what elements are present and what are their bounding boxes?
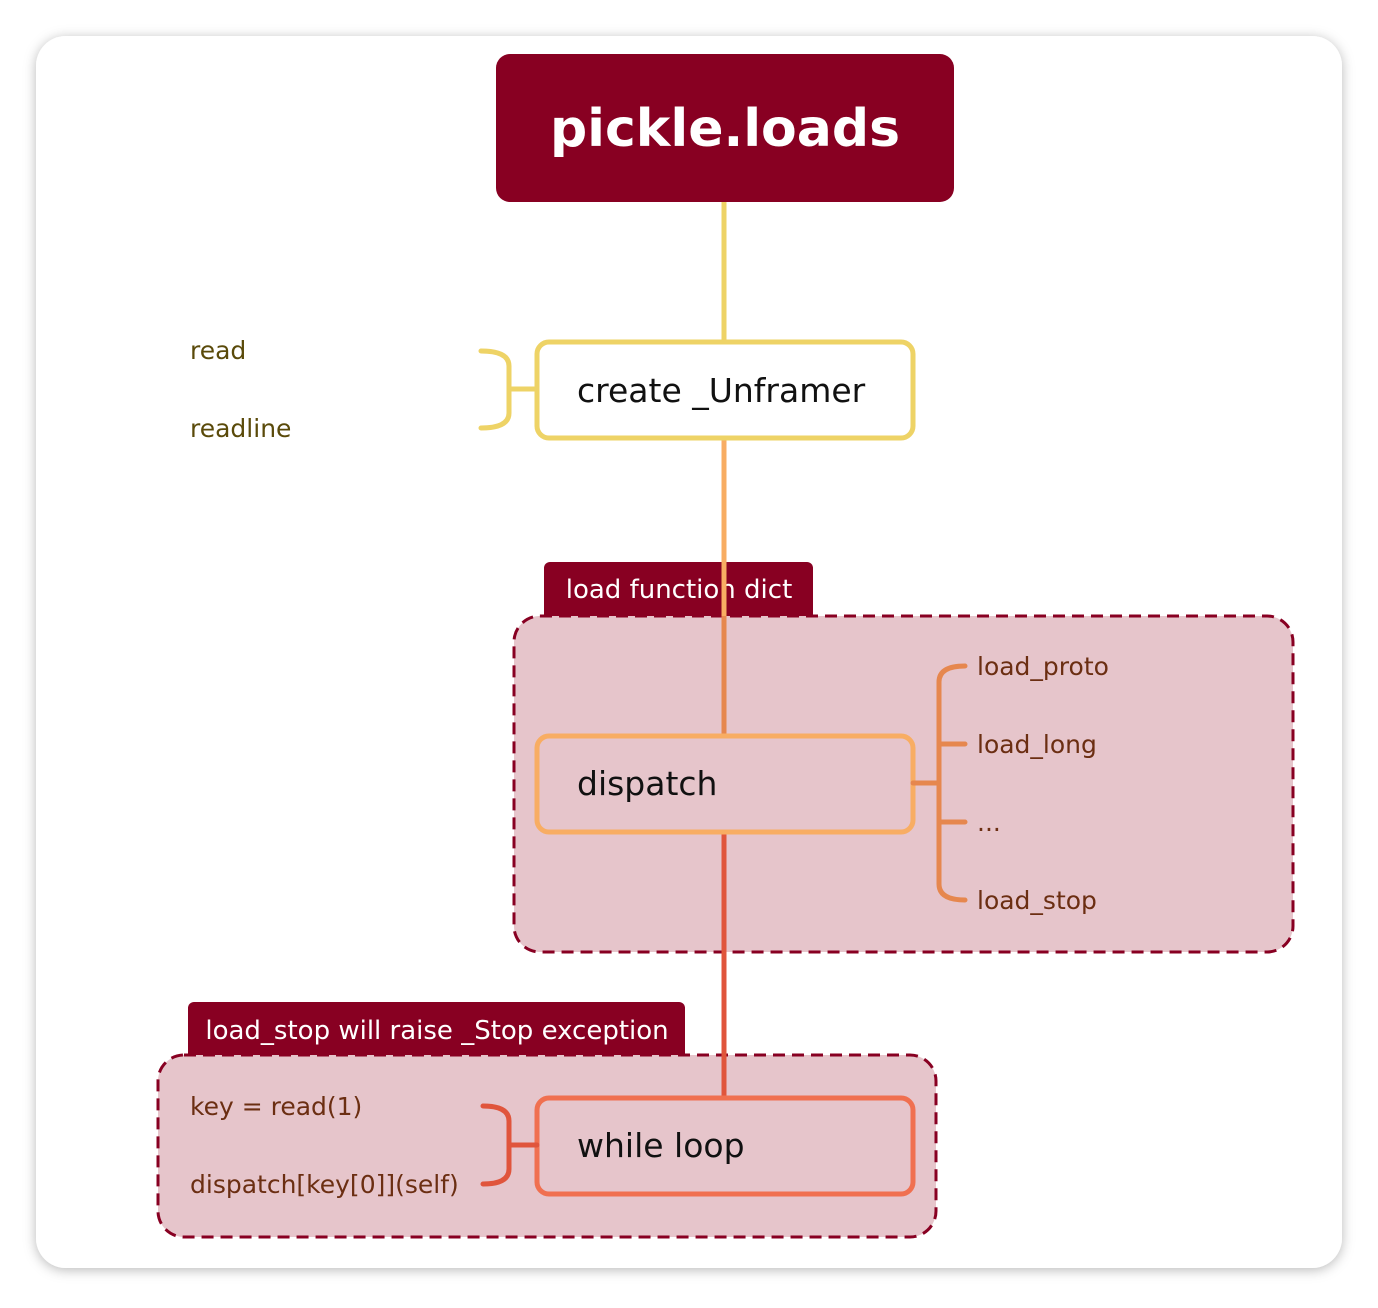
loop-step-dispatch-call: dispatch[key[0]](self): [190, 1170, 459, 1199]
dict-group-tab: [544, 562, 813, 622]
dispatch-function-load-proto: load_proto: [977, 652, 1109, 681]
loop-group-tab-label: load_stop will raise _Stop exception: [205, 1016, 668, 1046]
loop-group-tab: [188, 1002, 685, 1062]
unframer-node-label: create _Unframer: [577, 371, 866, 410]
dispatch-function-load-stop: load_stop: [977, 886, 1097, 915]
dispatch-function-ellipsis: ...: [977, 808, 1001, 837]
unframer-input-read: read: [190, 336, 246, 365]
loop-steps-bracket: [480, 1103, 540, 1187]
loop-step-read-key: key = read(1): [190, 1092, 362, 1121]
dispatch-functions-bracket: [910, 663, 968, 903]
unframer-input-bracket: [478, 348, 540, 431]
dispatch-function-load-long: load_long: [977, 730, 1097, 759]
root-node-label: pickle.loads: [550, 99, 900, 159]
root-node: [496, 54, 954, 202]
dispatch-node-label: dispatch: [577, 764, 717, 803]
while-loop-node-label: while loop: [577, 1126, 745, 1165]
unframer-input-readline: readline: [190, 414, 291, 443]
dict-group-tab-label: load function dict: [566, 575, 793, 605]
